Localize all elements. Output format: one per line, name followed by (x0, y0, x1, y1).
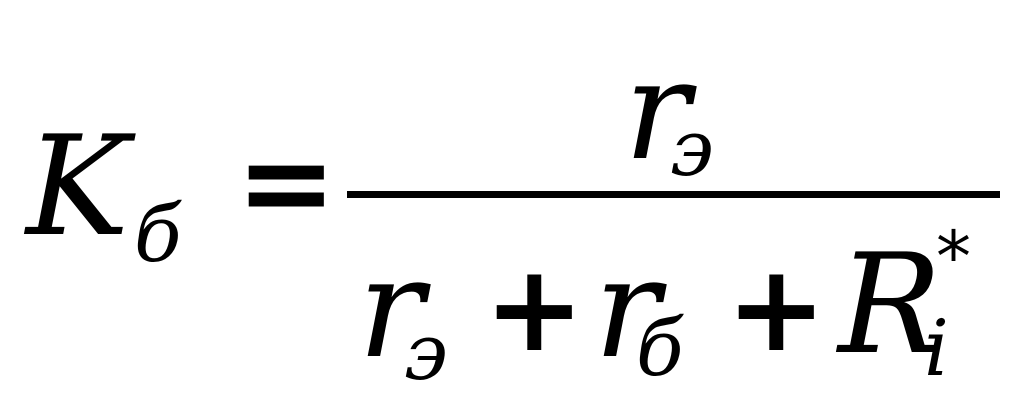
numerator-subscript: э (670, 104, 714, 194)
equals-sign: = (236, 114, 337, 253)
denominator-term2-symbol: r (594, 228, 660, 389)
numerator-symbol: r (624, 30, 690, 191)
lhs-symbol: K (26, 106, 130, 267)
denominator-term1-symbol: r (358, 228, 424, 389)
denominator-term3-subscript: i (924, 304, 949, 394)
plus-sign-1: + (484, 240, 585, 379)
denominator-term3-superscript: * (936, 216, 971, 298)
denominator-term1-subscript: э (404, 308, 448, 398)
plus-sign-2: + (726, 240, 827, 379)
denominator-term2-subscript: б (636, 304, 684, 394)
lhs-subscript: б (134, 190, 182, 280)
denominator-term3-symbol: R (838, 224, 942, 385)
fraction-bar (347, 191, 1000, 198)
